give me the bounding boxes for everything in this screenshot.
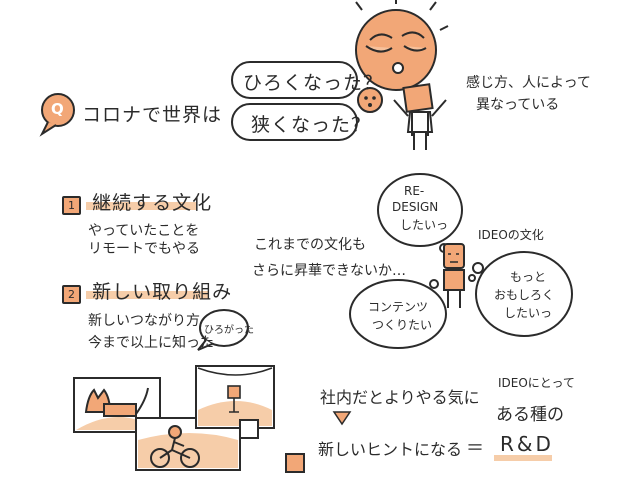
section2-title: 新しい取り組み [92,281,233,303]
redesign-line2: DESIGN [392,200,439,214]
conclusion-right-bottom: R&D [500,432,554,456]
option-wider-bubble [231,61,358,99]
section2-number: 2 [62,285,81,304]
spread-bubble [199,309,249,347]
conclusion-right-top: IDEOにとって [498,376,575,390]
section1-highlight [86,202,196,210]
fun-thought-bubble [475,251,573,337]
small-orange-frame [285,453,305,473]
question-badge: Q [51,100,64,118]
content-line2: つくりたい [372,318,433,332]
section1-title: 継続する文化 [92,192,213,214]
person-arms-raised-illustration [393,83,447,150]
conclusion-right-mid: ある種の [496,405,564,425]
fun-line2: おもしろく [494,288,555,302]
section2-line2: 今まで以上に知った [88,335,214,351]
conclusion-line2: 新しいヒントになる [318,440,463,459]
small-head-illustration [357,87,383,113]
q-speech-bubble-icon [39,93,75,137]
section2-heading: 2 新しい取り組み [62,277,232,304]
perception-note-line2: 異なっている [476,97,560,113]
down-arrow-icon [332,411,352,426]
ideo-culture-label: IDEOの文化 [478,228,544,242]
content-thought-bubble [349,279,447,349]
perception-note-line1: 感じ方、人によって [466,75,591,91]
option-narrower: 狭くなった？ [251,114,372,136]
content-line1: コンテンツ [368,300,429,314]
big-head-illustration [355,0,449,91]
section2-line1: 新しいつながり方 [88,313,200,329]
person-photo-illustration [195,365,275,429]
question-prefix: コロナで世界は [82,104,223,126]
redesign-line1: RE- [404,184,425,198]
ideo-person-illustration [443,243,465,308]
option-narrower-bubble [231,103,358,141]
center-text-line1: これまでの文化も [254,237,366,253]
center-text-line2: さらに昇華できないか… [252,263,406,279]
fun-line3: したいっ [504,306,553,320]
section1-line2: リモートでもやる [88,241,200,257]
equals-sign: ＝ [466,438,484,459]
rnd-highlight [494,455,552,461]
section2-bubble-text: ひろがった [204,325,254,336]
redesign-thought-bubble [377,173,463,247]
option-wider: ひろくなった？ [243,72,384,94]
section2-highlight [86,291,208,299]
cyclist-photo-illustration [135,417,241,471]
section1-line1: やっていたことを [88,223,200,239]
small-frame [239,419,259,439]
section1-number: 1 [62,196,81,215]
conclusion-line1: 社内だとよりやる気に [320,388,480,407]
redesign-line3: したいっ [400,218,449,232]
fun-line1: もっと [510,270,547,284]
section1-heading: 1 継続する文化 [62,188,212,215]
